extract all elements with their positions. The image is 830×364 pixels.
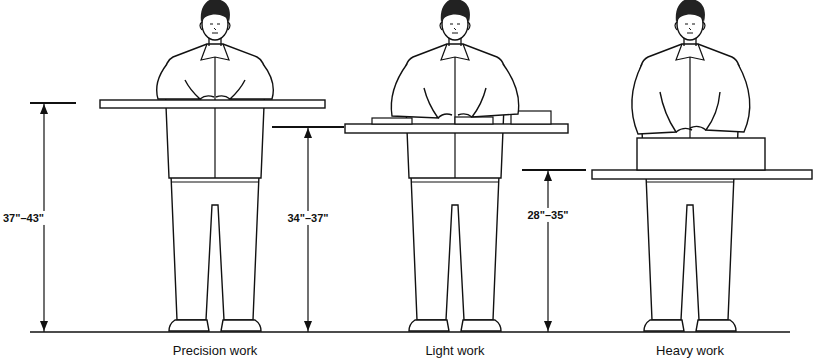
work-type-caption: Light work [425, 344, 484, 358]
figure-arms [391, 64, 518, 118]
light-table [345, 124, 568, 133]
work-type-caption: Heavy work [656, 344, 724, 358]
dimension-line [522, 170, 586, 332]
dimension-label: 28"–35" [526, 208, 569, 222]
standing-figure [165, 0, 266, 331]
floor-line [30, 331, 790, 333]
dimension-label: 37"–43" [2, 211, 45, 225]
work-piece [455, 117, 493, 124]
dimension-label: 34"–37" [286, 211, 329, 225]
dimension-line [272, 127, 344, 332]
standing-figure [405, 0, 506, 331]
work-type-caption: Precision work [173, 344, 258, 358]
figure-arms [157, 64, 274, 99]
heavy-box [637, 138, 765, 170]
figure-arms [632, 64, 750, 134]
work-piece [372, 118, 412, 124]
heavy-table [592, 170, 812, 179]
precision-table [100, 100, 325, 108]
